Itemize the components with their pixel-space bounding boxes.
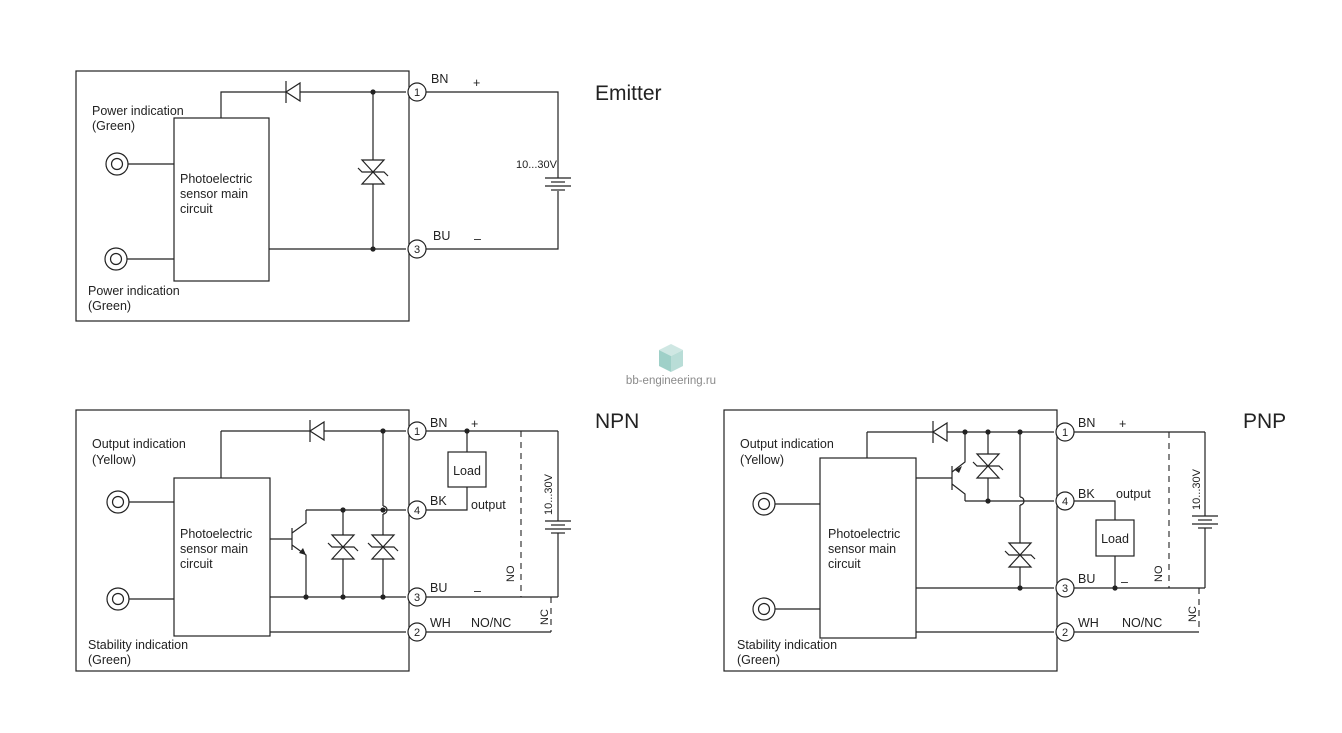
pnp-main-label-1: Photoelectric [828,527,900,541]
terminal-3-number: 3 [1062,583,1068,595]
emitter-main-label-1: Photoelectric [180,172,252,186]
wire-wh-label: WH [430,616,451,630]
npn-main-label-1: Photoelectric [180,527,252,541]
npn-circuit: Photoelectric sensor main circuit Output… [75,409,639,672]
pnp-transistor-icon [916,432,966,501]
npn-output-indicator-label: Output indication [92,437,186,451]
wire-bk-label: BK [1078,487,1095,501]
plus-sign: + [473,76,480,90]
wire-bu-label: BU [1078,572,1095,586]
npn-main-label-2: sensor main [180,542,248,556]
terminal-4-number: 4 [1062,496,1068,508]
battery-icon [1192,515,1218,529]
npn-title: NPN [595,410,639,433]
load-label: Load [453,464,481,478]
pnp-main-circuit-box [819,457,917,639]
output-label: output [471,498,506,512]
terminal-1-number: 1 [414,426,420,438]
minus-sign: – [1121,575,1128,589]
terminal-2-number: 2 [414,627,420,639]
no-path-label: NO [1153,565,1165,582]
terminal-4-number: 4 [414,505,420,517]
emitter-main-circuit-box [173,117,270,282]
no-nc-label: NO/NC [1122,616,1162,630]
output-label: output [1116,487,1151,501]
load-label: Load [1101,532,1129,546]
wire-bu-label: BU [430,581,447,595]
no-path-label: NO [505,565,517,582]
wire-bk-label: BK [430,494,447,508]
npn-main-circuit-box [173,477,271,637]
plus-sign: + [1119,417,1126,431]
pnp-stability-indicator-label: Stability indication [737,638,837,652]
pnp-main-label-2: sensor main [828,542,896,556]
emitter-circuit: Photoelectric sensor main circuit Power … [75,70,662,322]
pnp-main-label-3: circuit [828,557,861,571]
load-box [1095,519,1135,557]
cube-logo-icon [659,344,683,372]
npn-transistor-icon [270,510,307,597]
nc-path-label: NC [1187,606,1199,622]
minus-sign: – [474,584,481,598]
emitter-title: Emitter [595,82,662,105]
emitter-indicator-bottom-label: Power indication [88,284,180,298]
emitter-indicator-bottom-color: (Green) [88,299,131,313]
terminal-3-number: 3 [414,592,420,604]
pnp-output-indicator-label: Output indication [740,437,834,451]
terminal-2-number: 2 [1062,627,1068,639]
battery-icon [545,177,571,191]
supply-voltage-label: 10...30V [516,159,558,171]
pnp-stability-indicator-color: (Green) [737,653,780,667]
plus-sign: + [471,417,478,431]
wire-wh-label: WH [1078,616,1099,630]
pnp-title: PNP [1243,410,1286,433]
supply-voltage-label: 10...30V [543,473,555,515]
watermark: bb-engineering.ru [626,344,716,387]
emitter-main-label-3: circuit [180,202,213,216]
npn-stability-indicator-color: (Green) [88,653,131,667]
pnp-circuit: Photoelectric sensor main circuit Output… [723,409,1286,672]
wire-bn-label: BN [430,416,447,430]
terminal-1-number: 1 [414,87,420,99]
emitter-main-label-2: sensor main [180,187,248,201]
npn-main-label-3: circuit [180,557,213,571]
emitter-indicator-top-label: Power indication [92,104,184,118]
emitter-indicator-top-color: (Green) [92,119,135,133]
wire-bn-label: BN [1078,416,1095,430]
no-nc-label: NO/NC [471,616,511,630]
battery-icon [545,520,571,534]
supply-voltage-label: 10...30V [1191,468,1203,510]
pnp-output-indicator-color: (Yellow) [740,453,784,467]
terminal-3-number: 3 [414,244,420,256]
nc-path-label: NC [539,609,551,625]
wire-bn-label: BN [431,72,448,86]
npn-stability-indicator-label: Stability indication [88,638,188,652]
terminal-1-number: 1 [1062,427,1068,439]
wire-bu-label: BU [433,229,450,243]
minus-sign: – [474,232,481,246]
npn-output-indicator-color: (Yellow) [92,453,136,467]
watermark-text: bb-engineering.ru [626,375,716,387]
